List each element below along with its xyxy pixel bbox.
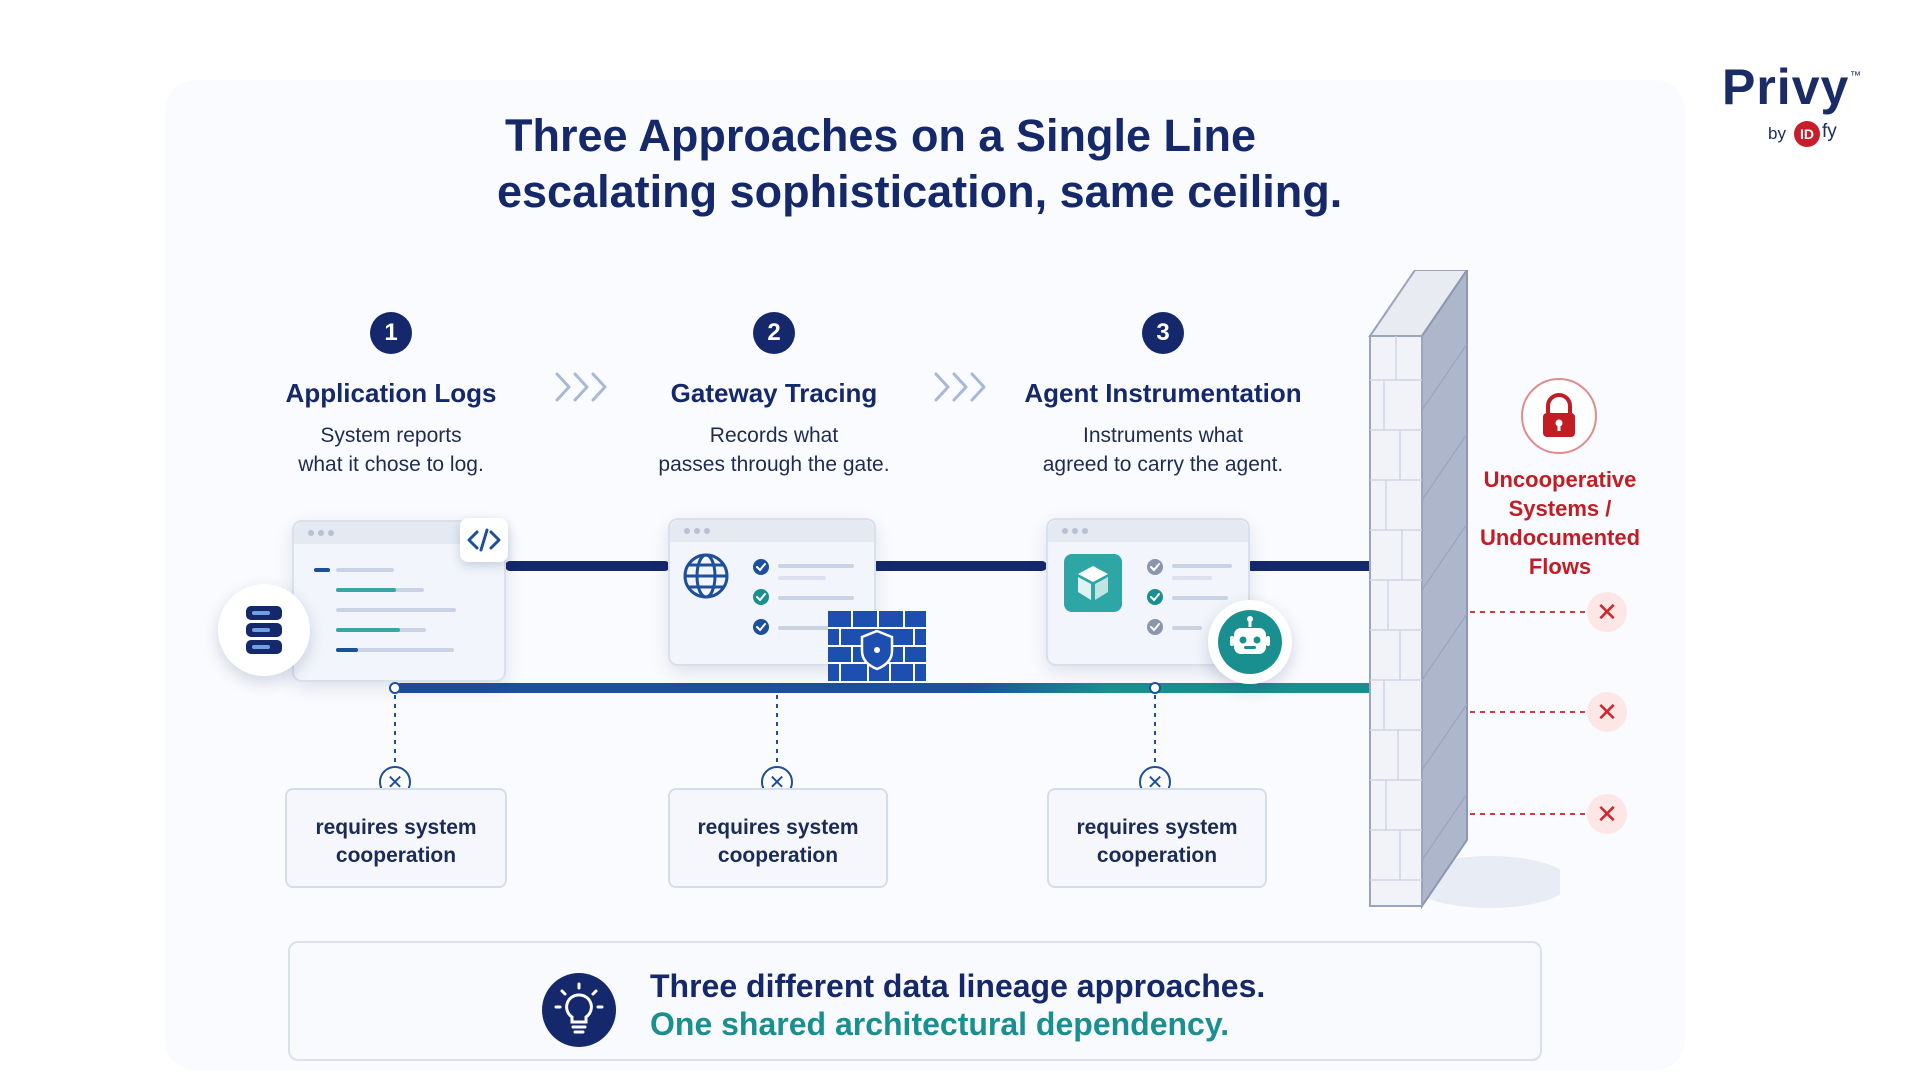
title-line-1: Three Approaches on a Single Line (505, 110, 1256, 161)
requirement-text-3: requires system cooperation (1076, 816, 1238, 867)
requirement-text-1: requires system cooperation (315, 816, 477, 867)
brand-by: by (1768, 124, 1786, 143)
requirement-text-2: requires system cooperation (697, 816, 859, 867)
check-icons-agent (1147, 559, 1163, 635)
summary-line-1: Three different data lineage approaches. (650, 968, 1266, 1004)
title-line-2: escalating sophistication, same ceiling. (497, 166, 1343, 217)
step-2-badge: 2 (753, 312, 795, 354)
top-line-segment-1 (505, 561, 670, 571)
requirement-box-2: requires system cooperation (668, 788, 888, 888)
summary-line-2: One shared architectural dependency. (650, 1006, 1230, 1042)
top-line-segment-3 (1246, 561, 1384, 571)
step-3: 3 Agent Instrumentation Instruments what… (953, 312, 1373, 479)
gateway-window-card (668, 518, 876, 666)
requirement-box-3: requires system cooperation (1047, 788, 1267, 888)
blocked-x-icon-1: ✕ (1587, 592, 1627, 632)
blocked-x-icon-2: ✕ (1587, 692, 1627, 732)
brand-name: Privy (1722, 59, 1850, 115)
firewall-icon (828, 611, 926, 681)
top-line-segment-2 (872, 561, 1047, 571)
globe-icon (683, 553, 729, 599)
step-3-title: Agent Instrumentation (1024, 378, 1302, 408)
step-1-badge: 1 (370, 312, 412, 354)
step-2-desc: Records what passes through the gate. (658, 424, 890, 476)
code-icon (460, 518, 508, 562)
database-icon (218, 584, 310, 676)
chevrons-icon-2 (934, 372, 986, 402)
bottom-line (395, 683, 1385, 693)
step-2: 2 Gateway Tracing Records what passes th… (564, 312, 984, 479)
page-title: Three Approaches on a Single Line escala… (497, 108, 1405, 220)
blocked-x-icon-3: ✕ (1587, 794, 1627, 834)
brand-suffix: fy (1822, 121, 1837, 142)
step-1-title: Application Logs (285, 378, 497, 408)
requirement-box-1: requires system cooperation (285, 788, 507, 888)
robot-icon (1208, 600, 1292, 684)
lock-icon (1521, 378, 1597, 454)
brand-badge: ID (1794, 121, 1820, 147)
wall-label: Uncooperative Systems / Undocumented Flo… (1479, 467, 1641, 579)
summary-banner: Three different data lineage approaches.… (288, 941, 1542, 1061)
brand-logo: Privy ™ by ID fy (1700, 58, 1861, 158)
brand-tm: ™ (1850, 70, 1861, 82)
cube-icon (1064, 554, 1122, 612)
check-icons (753, 559, 769, 635)
step-3-badge: 3 (1142, 312, 1184, 354)
lightbulb-icon (542, 973, 616, 1047)
chevrons-icon-1 (555, 372, 607, 402)
brick-wall-icon (1368, 270, 1560, 910)
step-3-desc: Instruments what agreed to carry the age… (1042, 424, 1284, 476)
step-2-title: Gateway Tracing (670, 378, 878, 408)
step-1: 1 Application Logs System reports what i… (181, 312, 601, 479)
step-1-desc: System reports what it chose to log. (298, 424, 484, 476)
